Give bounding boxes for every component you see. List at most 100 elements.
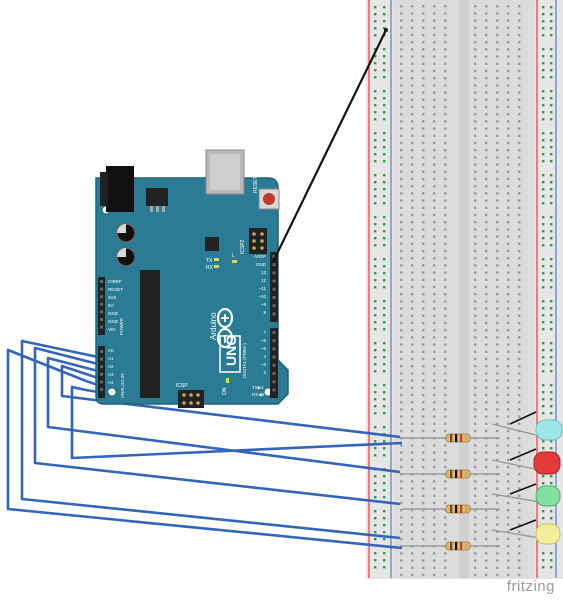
terminal-hole [433,257,436,260]
rail-hole [383,48,386,51]
terminal-hole [485,559,488,562]
terminal-hole [485,415,488,418]
rail-hole [383,356,386,359]
terminal-hole [507,307,510,310]
terminal-hole [422,33,425,37]
terminal-hole [411,415,414,418]
led-2 [491,448,561,475]
rail-hole [383,111,386,114]
terminal-hole [400,473,403,476]
reset-button[interactable] [258,188,280,210]
terminal-hole [474,451,477,454]
terminal-hole [444,393,447,397]
rail-hole [542,314,545,317]
terminal-hole [422,329,425,332]
terminal-hole [474,228,477,231]
terminal-hole [422,5,425,8]
rail-hole [383,384,386,387]
power-pin [100,318,103,321]
terminal-hole [507,285,510,289]
rail-hole [542,223,545,226]
terminal-hole [485,48,488,51]
rail-hole [383,440,386,443]
wire-a3 [60,364,401,439]
terminal-hole [444,242,447,245]
rail-hole [550,412,553,415]
terminal-hole [400,343,403,346]
rail-hole [542,391,545,394]
tx-label: TX [206,258,213,264]
terminal-hole [400,221,403,224]
rail-hole [374,412,377,415]
terminal-hole [496,33,499,37]
terminal-hole [433,566,436,569]
terminal-hole [485,379,488,382]
rail-hole [374,279,377,282]
terminal-hole [422,523,425,526]
terminal-hole [518,69,521,73]
rail-hole [550,55,553,58]
terminal-hole [496,537,499,541]
rail-hole [374,405,377,408]
terminal-hole [422,120,425,123]
terminal-hole [400,422,403,425]
terminal-hole [474,278,477,281]
terminal-hole [485,343,488,346]
terminal-hole [400,156,403,159]
terminal-hole [411,559,414,562]
terminal-hole [422,77,425,80]
terminal-hole [518,84,521,87]
rail-hole [383,496,386,499]
terminal-hole [496,5,499,8]
digital-pin-label: 8 [263,310,266,315]
terminal-hole [518,12,521,15]
terminal-hole [433,487,436,490]
terminal-hole [400,357,403,361]
terminal-hole [485,523,488,526]
gnd-wire [272,29,387,263]
terminal-hole [422,357,425,361]
terminal-hole [433,357,436,361]
terminal-hole [433,350,436,353]
terminal-hole [507,473,510,476]
terminal-hole [400,566,403,569]
terminal-hole [507,357,510,361]
terminal-hole [496,41,499,44]
rail-hole [374,447,377,450]
digital-pin [272,372,276,375]
rail-hole [542,405,545,408]
rail-hole [374,454,377,457]
terminal-hole [474,156,477,159]
terminal-hole [507,19,510,22]
terminal-hole [433,19,436,22]
terminal-hole [518,19,521,22]
terminal-hole [433,149,436,152]
terminal-hole [422,365,425,368]
rail-hole [383,300,386,303]
terminal-hole [400,163,403,166]
terminal-hole [507,69,510,73]
terminal-hole [518,458,521,461]
terminal-hole [485,336,488,339]
terminal-hole [444,170,447,173]
terminal-hole [411,98,414,101]
terminal-hole [507,264,510,267]
terminal-hole [507,408,510,411]
terminal-hole [444,105,447,109]
analog-pin [100,357,103,361]
rail-hole [550,223,553,226]
terminal-hole [400,69,403,73]
terminal-hole [485,185,488,188]
terminal-hole [444,480,447,483]
rail-hole [550,279,553,282]
terminal-hole [518,26,521,29]
digital-pin [272,355,276,359]
terminal-hole [433,127,436,130]
terminal-hole [485,41,488,44]
terminal-hole [518,285,521,289]
rail-hole [383,307,386,310]
terminal-hole [496,465,499,469]
terminal-hole [411,393,414,397]
terminal-hole [422,84,425,87]
